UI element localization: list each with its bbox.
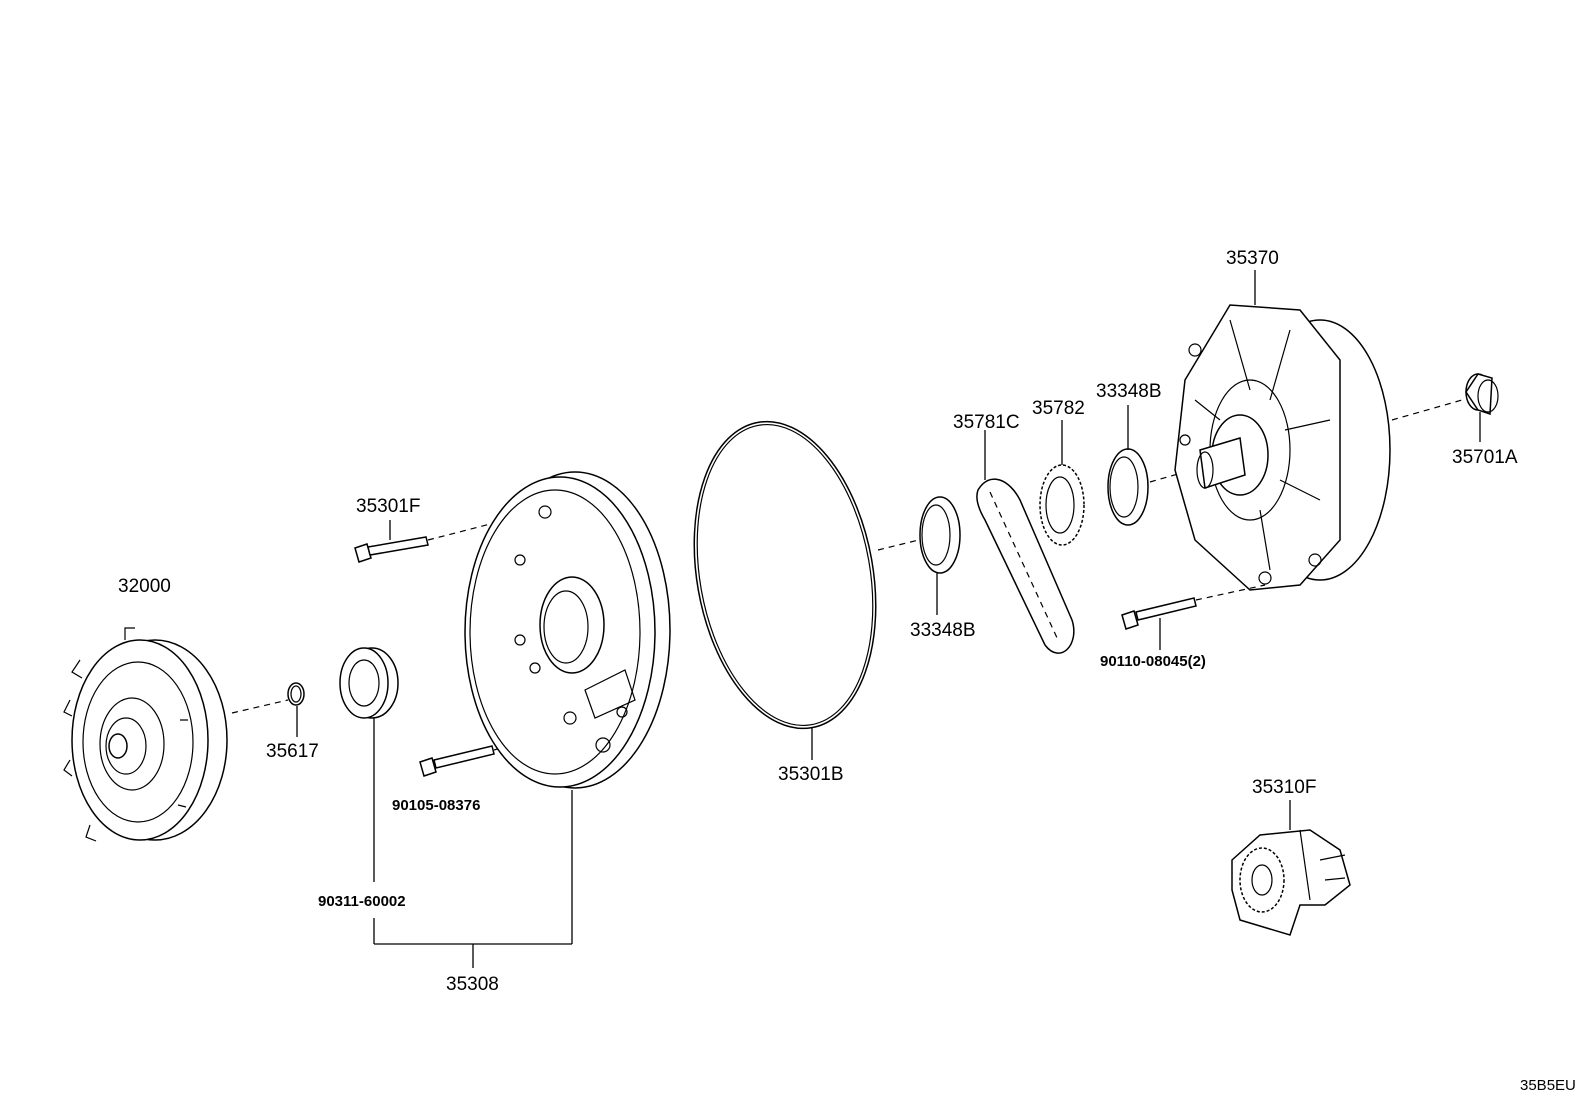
needle-bearing-part[interactable] [1465,373,1499,416]
callout-90311-60002: 90311-60002 [318,893,406,910]
sprocket-part[interactable] [1039,464,1085,546]
pump-cover-part[interactable] [1174,304,1391,591]
oil-pump-assembly-part[interactable] [1231,829,1351,936]
callout-32000: 32000 [118,576,171,597]
callout-33348B-lower: 33348B [910,620,976,641]
torque-converter-part[interactable] [63,627,228,842]
drive-chain-part[interactable] [976,478,1075,654]
callout-35370: 35370 [1226,248,1279,269]
oil-seal-part[interactable] [339,647,399,719]
callout-35301B: 35301B [778,764,844,785]
callout-35782: 35782 [1032,398,1085,419]
thrust-washer-lower-part[interactable] [919,496,961,574]
callout-33348B-upper: 33348B [1096,381,1162,402]
callout-90110-08045: 90110-08045(2) [1100,653,1206,670]
snap-ring-35617-part[interactable] [287,682,305,706]
callout-35301F: 35301F [356,496,420,517]
bolt-90105-part[interactable] [419,745,495,777]
callout-90105-08376: 90105-08376 [392,797,480,814]
o-ring-35301B-part[interactable] [671,407,898,743]
callout-35781C: 35781C [953,412,1020,433]
callout-35701A: 35701A [1452,447,1518,468]
bolt-35301F-part[interactable] [354,536,429,563]
callout-35310F: 35310F [1252,777,1316,798]
pump-body-part[interactable] [464,471,671,789]
diagram-code: 35B5EU [1520,1077,1576,1094]
bolt-90110-part[interactable] [1121,597,1197,630]
thrust-washer-upper-part[interactable] [1107,448,1149,526]
callout-35617: 35617 [266,741,319,762]
callout-35308: 35308 [446,974,499,995]
